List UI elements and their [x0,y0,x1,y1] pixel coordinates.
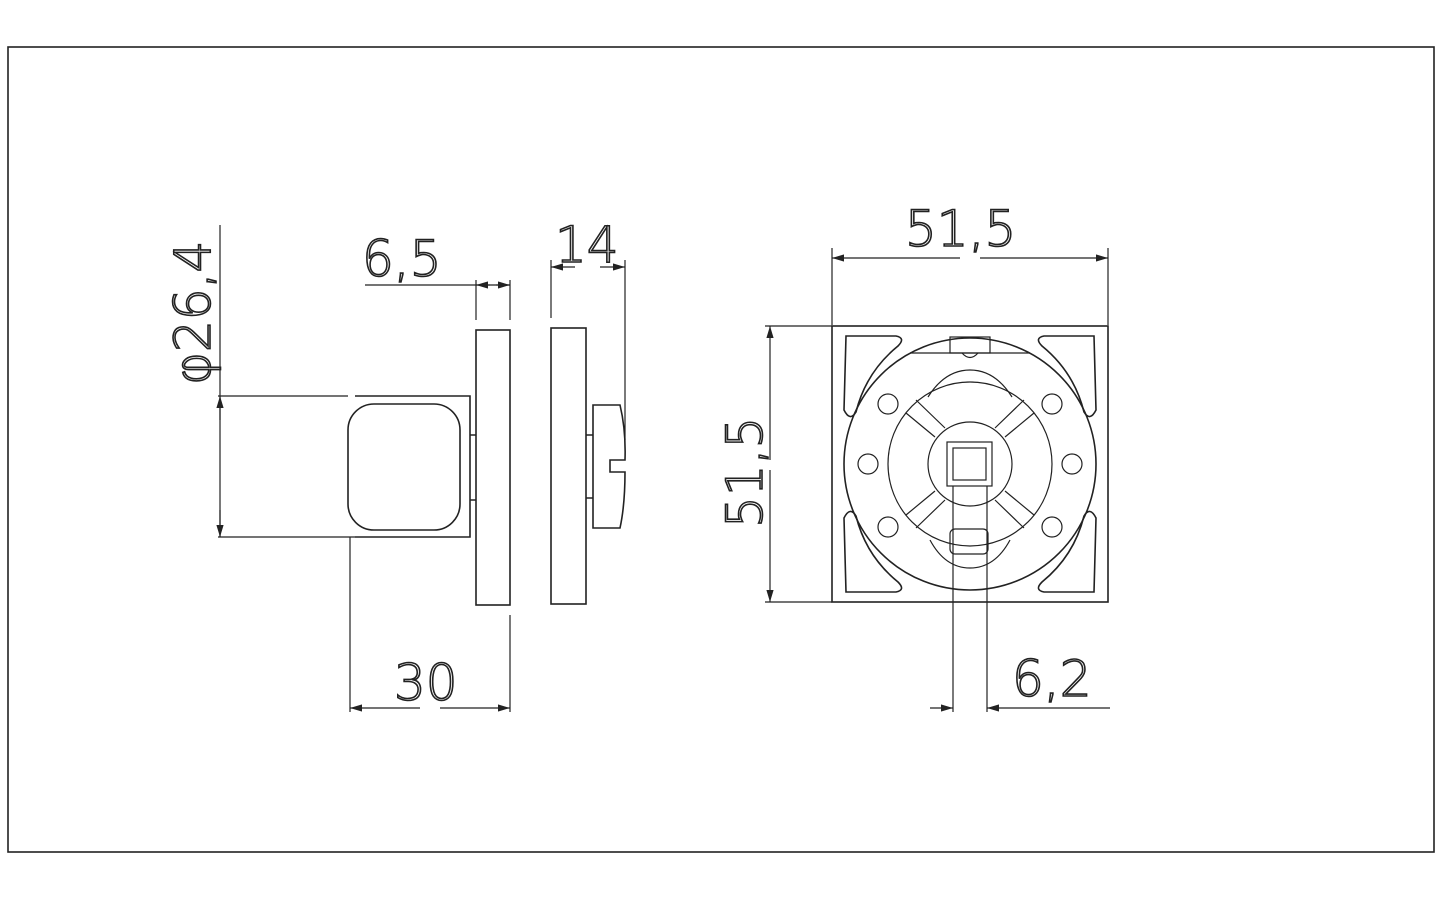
drawing-frame [7,46,1435,853]
spindle-square-outer [946,441,993,487]
dimension-side-depth: 14 [550,215,626,440]
base-plate [831,325,1109,603]
dim-label-side-depth: 14 [555,216,619,274]
dimension-total-depth: 30 [349,537,511,713]
rose-inner [887,381,1053,547]
dimension-knob-diameter: φ26,4 [163,225,355,538]
knob-body [347,403,461,531]
hub [927,421,1013,507]
dimension-height: 51,5 [715,325,832,603]
front-view [831,325,1109,603]
side-view-knob [347,329,511,606]
dim-label-width: 51,5 [905,200,1016,258]
rose-outer [843,337,1097,591]
dimension-slot-width: 6,2 [930,486,1110,712]
dim-label-knob-diameter: φ26,4 [164,241,222,385]
dimension-plate-thickness: 6,5 [361,229,511,320]
mounting-plate-2 [550,327,587,605]
dim-label-height: 51,5 [716,417,774,528]
spindle-square-inner [952,447,987,481]
dim-label-plate-thickness: 6,5 [362,230,442,288]
dimension-width: 51,5 [831,199,1109,325]
dim-label-total-depth: 30 [394,654,458,712]
dim-label-slot-width: 6,2 [1012,650,1092,708]
mounting-plate [475,329,511,606]
spindle-cap [592,404,626,529]
side-view-plate [550,327,626,605]
